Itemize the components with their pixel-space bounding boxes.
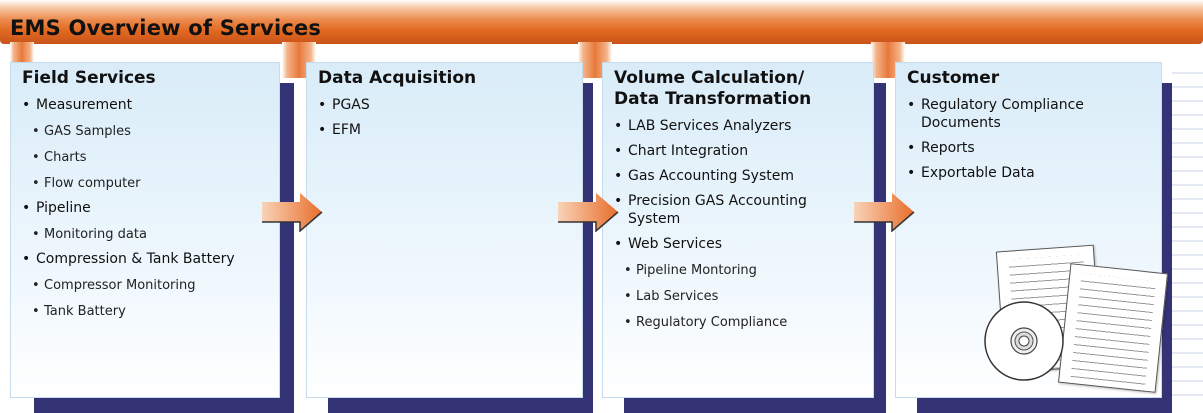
list-item: PGAS: [318, 96, 583, 114]
service-list: LAB Services Analyzers Chart Integration…: [602, 117, 874, 331]
list-item: Lab Services: [624, 288, 874, 305]
panel-data-acquisition: Data Acquisition PGAS EFM: [306, 62, 583, 398]
list-item: LAB Services Analyzers: [614, 117, 874, 135]
service-list: Measurement GAS Samples Charts Flow comp…: [10, 96, 280, 320]
right-arrow-icon: [854, 193, 915, 232]
list-item: Compressor Monitoring: [32, 277, 280, 294]
list-item: Monitoring data: [32, 226, 280, 243]
panel-title: Customer: [907, 68, 1000, 88]
panel-field-services: Field Services Measurement GAS Samples C…: [10, 62, 280, 398]
list-item: Tank Battery: [32, 303, 280, 320]
list-item: Gas Accounting System: [614, 167, 874, 185]
list-item: GAS Samples: [32, 123, 280, 140]
list-item: Regulatory Compliance Documents: [907, 96, 1111, 132]
list-item: Exportable Data: [907, 164, 1162, 182]
panel-title: Field Services: [22, 68, 156, 88]
documents-icon: [1057, 263, 1169, 393]
list-item: Pipeline: [22, 199, 280, 217]
page-title: EMS Overview of Services: [10, 16, 322, 40]
service-list: PGAS EFM: [306, 96, 583, 139]
list-item: Web Services: [614, 235, 874, 253]
list-item: Precision GAS Accounting System: [614, 192, 853, 228]
list-item: EFM: [318, 121, 583, 139]
list-item: Charts: [32, 149, 280, 166]
cd-disc-icon: [984, 301, 1064, 381]
panel-title-line: Data Transformation: [614, 89, 812, 109]
list-item: Compression & Tank Battery: [22, 250, 236, 268]
right-arrow-icon: [262, 193, 323, 232]
right-arrow-icon: [558, 193, 619, 232]
list-item: Chart Integration: [614, 142, 874, 160]
list-item: Regulatory Compliance: [624, 314, 874, 331]
panel-title-line: Volume Calculation/: [614, 68, 805, 88]
background-stripes: [1172, 72, 1203, 402]
list-item: Measurement: [22, 96, 280, 114]
header-bar: [0, 0, 1203, 44]
list-item: Pipeline Montoring: [624, 262, 874, 279]
list-item: Flow computer: [32, 175, 280, 192]
service-list: Regulatory Compliance Documents Reports …: [895, 96, 1162, 182]
panel-title: Volume Calculation/ Data Transformation: [614, 68, 874, 110]
panel-volume-calculation: Volume Calculation/ Data Transformation …: [602, 62, 874, 398]
list-item: Reports: [907, 139, 1162, 157]
panel-title: Data Acquisition: [318, 68, 477, 88]
